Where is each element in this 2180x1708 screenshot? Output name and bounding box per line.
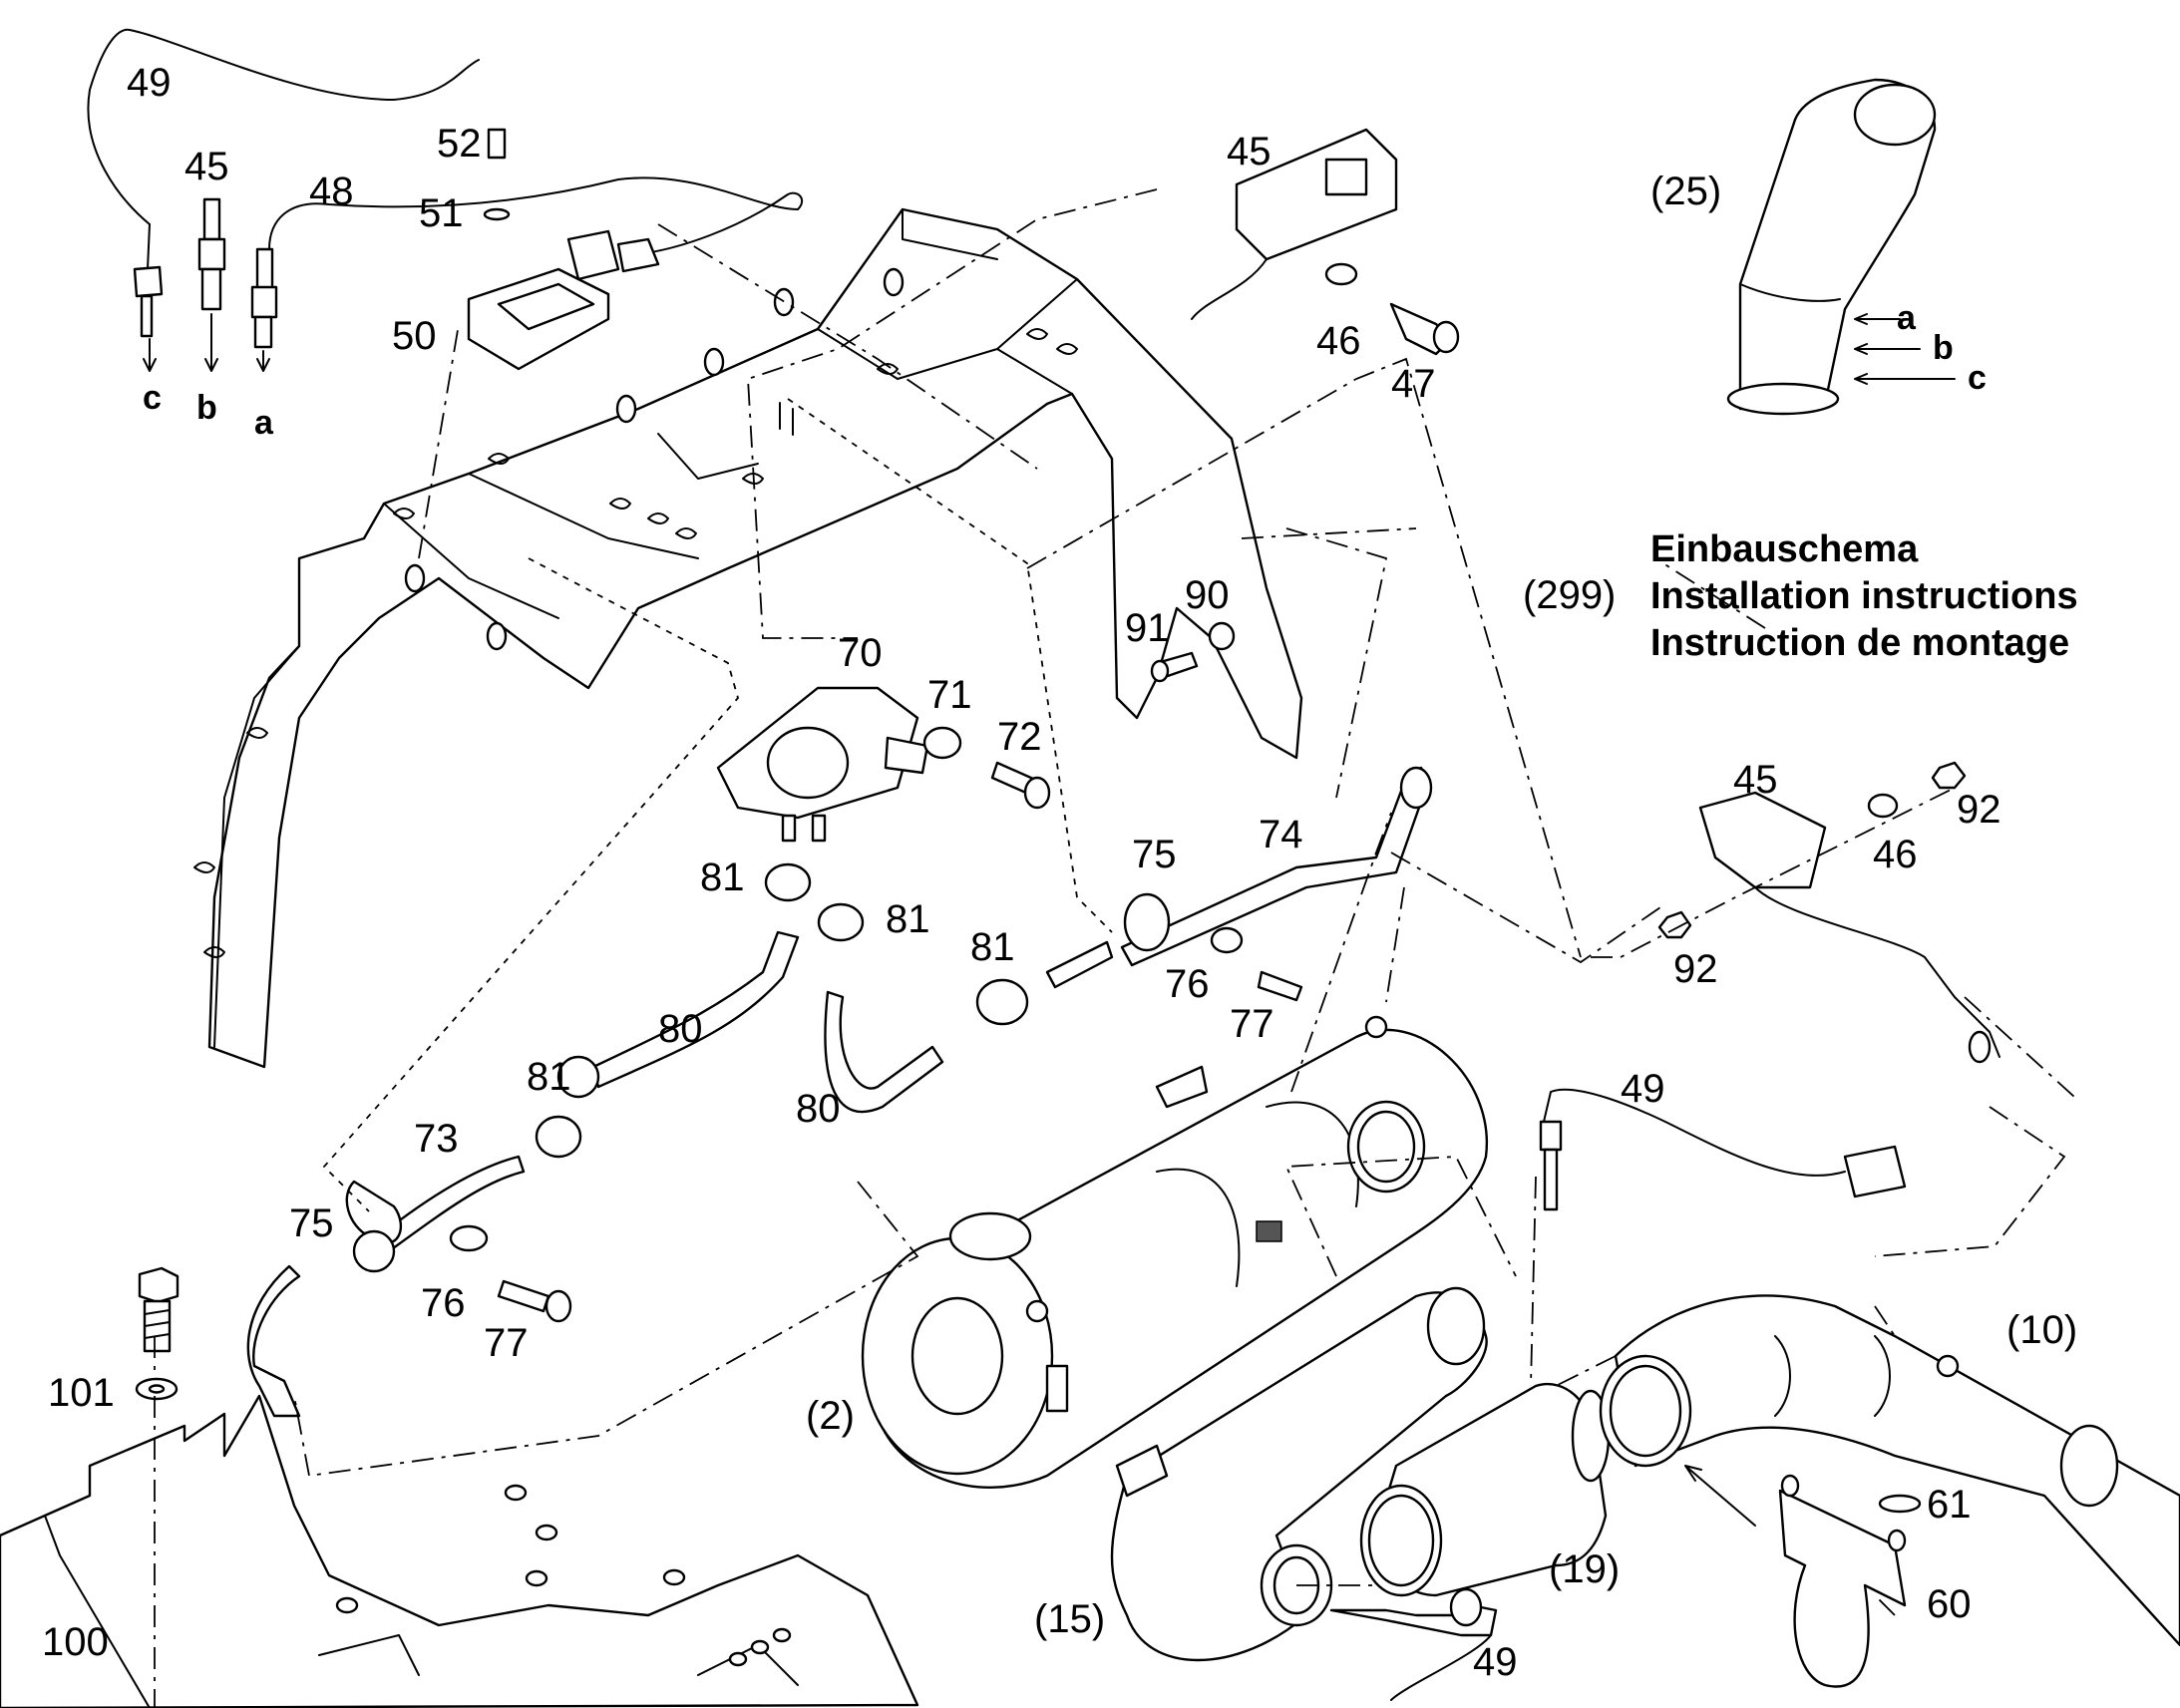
letter-c-sensor: c (143, 379, 162, 417)
label-75-right: 75 (1132, 833, 1177, 876)
label-45-top-right: 45 (1227, 130, 1272, 173)
letter-b-pipe: b (1933, 329, 1954, 367)
installation-ref: (299) (1523, 573, 1616, 617)
label-81-top-right: 81 (886, 897, 930, 941)
label-73: 73 (414, 1117, 459, 1161)
letter-a-sensor: a (254, 404, 274, 442)
label-47: 47 (1391, 362, 1436, 406)
label-91: 91 (1125, 606, 1170, 650)
label-61: 61 (1927, 1483, 1972, 1527)
label-100: 100 (42, 1620, 109, 1664)
base-plate (0, 1394, 919, 1708)
sensor-49-right (1329, 1088, 1907, 1701)
label-80-bottom: 80 (796, 1087, 841, 1131)
label-92-top: 92 (1957, 788, 2001, 832)
label-15: (15) (1034, 1597, 1105, 1641)
label-50: 50 (392, 314, 437, 358)
control-unit-50 (467, 128, 660, 371)
label-81-mid: 81 (970, 925, 1015, 969)
label-45-top-left: 45 (184, 145, 229, 188)
label-49-mid: 49 (1621, 1067, 1665, 1111)
label-10: (10) (2006, 1308, 2077, 1352)
label-71: 71 (927, 673, 972, 717)
label-81-bottom: 81 (527, 1055, 571, 1099)
sensor-45-top (1191, 128, 1460, 356)
label-90: 90 (1185, 573, 1230, 617)
hose-assembly (246, 766, 1433, 1418)
label-74: 74 (1259, 813, 1303, 856)
label-51: 51 (419, 191, 464, 235)
label-77-left: 77 (484, 1321, 529, 1365)
label-81-top-left: 81 (700, 855, 745, 899)
label-2: (2) (806, 1394, 855, 1438)
letter-b-sensor: b (196, 389, 217, 427)
sensor-45-right (1657, 761, 2000, 1064)
label-25: (25) (1650, 170, 1721, 213)
label-76-right: 76 (1165, 962, 1210, 1006)
letter-a-pipe: a (1897, 299, 1917, 337)
label-48: 48 (309, 170, 354, 213)
sensor-group-top-left (87, 28, 804, 372)
label-49-bottom: 49 (1473, 1640, 1518, 1684)
muffler-2 (861, 1015, 1489, 1489)
label-72: 72 (997, 715, 1042, 759)
exhaust-pipe-25 (1726, 78, 1956, 416)
bolt-101 (135, 1266, 180, 1401)
pipe-15 (1110, 1286, 1488, 1662)
label-52: 52 (437, 122, 482, 166)
label-101: 101 (48, 1371, 115, 1415)
pressure-sensor-70 (716, 686, 1051, 843)
screw-90-91 (1150, 621, 1236, 683)
mounting-bracket (193, 207, 1303, 1069)
assembly-lines (154, 188, 2075, 1708)
letter-c-pipe: c (1968, 359, 1987, 397)
label-45-right: 45 (1733, 758, 1778, 802)
installation-title-en: Installation instructions (1650, 575, 2078, 617)
label-75-left: 75 (289, 1201, 334, 1245)
label-46-right: 46 (1873, 833, 1918, 876)
label-46-top: 46 (1316, 319, 1361, 363)
callout-labels: 49 45 48 52 51 50 c b a 45 46 47 (25) a … (42, 61, 2078, 1684)
pipe-10 (1599, 1294, 2180, 1647)
clamp-60-61 (1778, 1474, 1922, 1688)
label-49-top: 49 (127, 61, 172, 105)
installation-title-de: Einbauschema (1650, 528, 1919, 570)
label-80-top: 80 (658, 1007, 703, 1051)
label-77-right: 77 (1230, 1002, 1274, 1046)
label-60: 60 (1927, 1582, 1972, 1626)
label-70: 70 (838, 631, 883, 675)
label-19: (19) (1549, 1547, 1620, 1591)
label-92-bottom: 92 (1673, 947, 1718, 991)
installation-title-fr: Instruction de montage (1650, 622, 2069, 664)
label-76-left: 76 (421, 1281, 466, 1325)
